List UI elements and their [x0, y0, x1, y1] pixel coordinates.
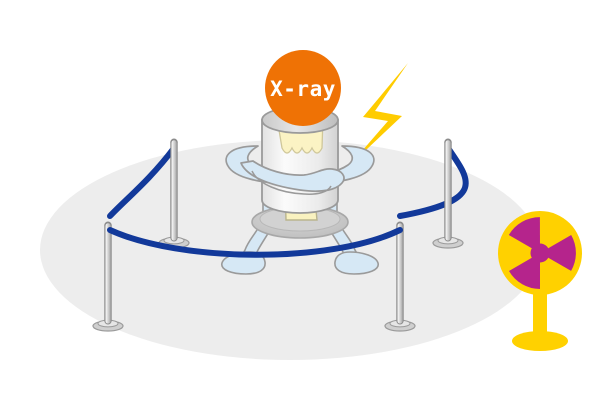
floor-ellipse: [40, 140, 540, 360]
xray-badge: X-ray: [265, 50, 341, 126]
machine-arms: [225, 145, 375, 195]
barrier-rope-back: [107, 145, 469, 219]
sign-pole: [533, 285, 547, 343]
xray-badge-label: X-ray: [270, 77, 336, 101]
xray-machine-character: X-ray: [221, 50, 379, 275]
barrier-rope-front: [107, 227, 403, 258]
trefoil-symbol: [508, 217, 576, 289]
radiation-warning-sign: [498, 211, 582, 351]
lightning-bolt: [349, 63, 408, 166]
